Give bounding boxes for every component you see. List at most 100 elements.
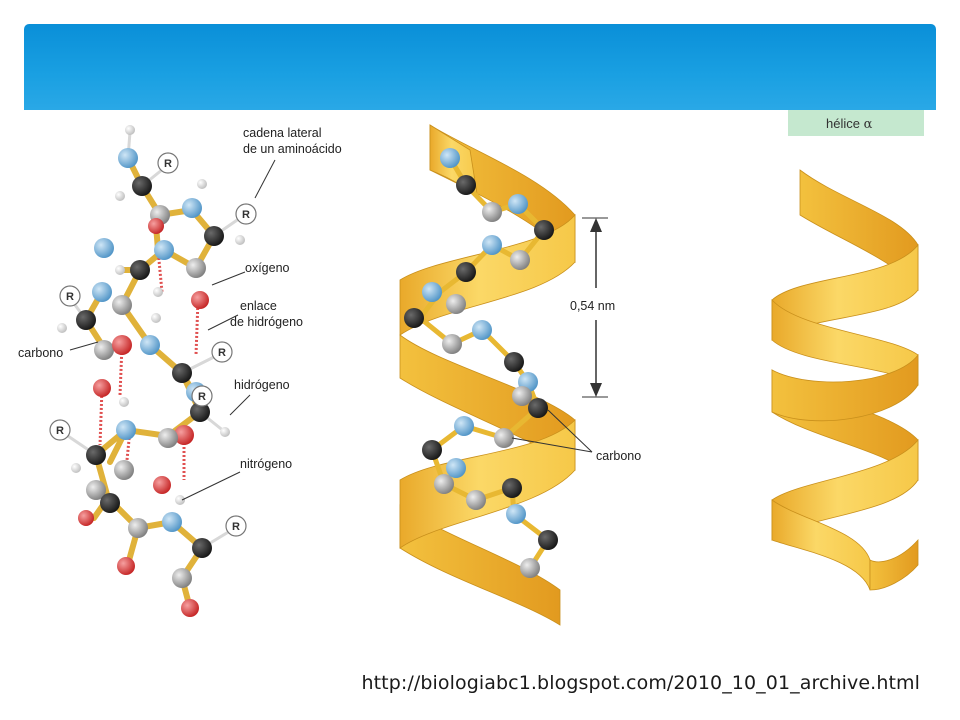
- carbon-atom: [534, 220, 554, 240]
- carbon-atom: [504, 352, 524, 372]
- hydrogen-label: hidrógeno: [234, 378, 290, 392]
- r-group: R: [59, 285, 81, 307]
- nitrogen-atom: [118, 148, 138, 168]
- alpha-carbon-atom: [512, 386, 532, 406]
- carbon-atom: [192, 538, 212, 558]
- alpha-carbon-atom: [446, 294, 466, 314]
- nitrogen-atom: [454, 416, 474, 436]
- ribbon-helix-plain: [771, 169, 919, 591]
- oxygen-atom: [117, 557, 135, 575]
- nitrogen-atom: [440, 148, 460, 168]
- nitrogen-label: nitrógeno: [240, 457, 292, 471]
- carbon-atom: [528, 398, 548, 418]
- hydrogen-atom: [151, 313, 161, 323]
- r-group: R: [235, 203, 257, 225]
- side-chain-label-line1: cadena lateral: [243, 126, 322, 140]
- side-chain-label-line2: de un aminoácido: [243, 142, 342, 156]
- nitrogen-atom: [154, 240, 174, 260]
- carbon-atom: [100, 493, 120, 513]
- nitrogen-atom: [182, 198, 202, 218]
- alpha-carbon-atom: [158, 428, 178, 448]
- carbon-atom: [132, 176, 152, 196]
- alpha-carbon-atom: [186, 258, 206, 278]
- r-label: R: [198, 391, 206, 403]
- r-label: R: [218, 347, 226, 359]
- alpha-carbon-atom: [510, 250, 530, 270]
- pitch-dimension: 0,54 nm: [570, 217, 615, 398]
- carbon-atom: [130, 260, 150, 280]
- r-label: R: [56, 425, 64, 437]
- r-label: R: [66, 291, 74, 303]
- carbon-atom: [538, 530, 558, 550]
- r-groups: R R R R R R R: [49, 152, 257, 537]
- carbon-atom: [190, 402, 210, 422]
- carbon-atom: [456, 262, 476, 282]
- slide-title-bar: [24, 24, 936, 110]
- source-url[interactable]: http://biologiabc1.blogspot.com/2010_10_…: [361, 672, 920, 694]
- oxygen-atom: [174, 425, 194, 445]
- helix-tag-word: hélice: [826, 116, 864, 131]
- oxygen-atom: [93, 379, 111, 397]
- oxygen-atom: [78, 510, 94, 526]
- r-label: R: [242, 209, 250, 221]
- nitrogen-atom: [506, 504, 526, 524]
- alpha-carbon-atom: [434, 474, 454, 494]
- alpha-carbon-atom: [442, 334, 462, 354]
- nitrogen-atom: [94, 238, 114, 258]
- nitrogen-atom: [446, 458, 466, 478]
- nitrogen-atom: [140, 335, 160, 355]
- r-label: R: [232, 521, 240, 533]
- helix-atoms: [404, 148, 558, 578]
- hydrogen-atom: [220, 427, 230, 437]
- hydrogen-atom: [153, 287, 163, 297]
- hydrogen-atom: [57, 323, 67, 333]
- alpha-carbon-atom: [466, 490, 486, 510]
- oxygen-atom: [153, 476, 171, 494]
- alpha-carbon-atom: [172, 568, 192, 588]
- carbon-atom: [404, 308, 424, 328]
- nitrogen-atom: [92, 282, 112, 302]
- nitrogen-atom: [422, 282, 442, 302]
- hydrogen-atom: [197, 179, 207, 189]
- carbon-atom: [172, 363, 192, 383]
- alpha-carbon-atom: [94, 340, 114, 360]
- helix-alpha-tag: hélice α: [788, 110, 924, 136]
- alpha-carbon-atom: [494, 428, 514, 448]
- hydrogen-atom: [175, 495, 185, 505]
- hydrogen-atom: [125, 125, 135, 135]
- oxygen-atom: [191, 291, 209, 309]
- carbon-atom: [76, 310, 96, 330]
- alpha-carbon-atom: [114, 460, 134, 480]
- alpha-carbon-atom: [86, 480, 106, 500]
- alpha-symbol: α: [864, 117, 873, 132]
- hydrogen-atom: [235, 235, 245, 245]
- svg-text:hélice α: hélice α: [826, 116, 873, 132]
- alpha-carbon-atom: [112, 295, 132, 315]
- hydrogen-bond-label-line1: enlace: [240, 299, 277, 313]
- oxygen-atom: [148, 218, 164, 234]
- alpha-carbon-atom: [482, 202, 502, 222]
- hydrogen-bond-label-line2: de hidrógeno: [230, 315, 303, 329]
- oxygen-atom: [112, 335, 132, 355]
- nitrogen-atom: [116, 420, 136, 440]
- nitrogen-atom: [472, 320, 492, 340]
- r-group: R: [191, 385, 213, 407]
- carbon-atom: [456, 175, 476, 195]
- alpha-carbon-atom: [128, 518, 148, 538]
- r-group: R: [49, 419, 71, 441]
- r-group: R: [225, 515, 247, 537]
- r-group: R: [211, 341, 233, 363]
- alpha-carbon-atom: [520, 558, 540, 578]
- hydrogen-atom: [115, 265, 125, 275]
- carbon-label-right: carbono: [596, 449, 641, 463]
- carbon-atom: [204, 226, 224, 246]
- r-label: R: [164, 158, 172, 170]
- ball-and-stick-model: R R R R R R R: [18, 125, 342, 617]
- r-group: R: [157, 152, 179, 174]
- oxygen-atom: [181, 599, 199, 617]
- nitrogen-atom: [162, 512, 182, 532]
- pitch-label: 0,54 nm: [570, 299, 615, 313]
- oxygen-label: oxígeno: [245, 261, 290, 275]
- nitrogen-atom: [508, 194, 528, 214]
